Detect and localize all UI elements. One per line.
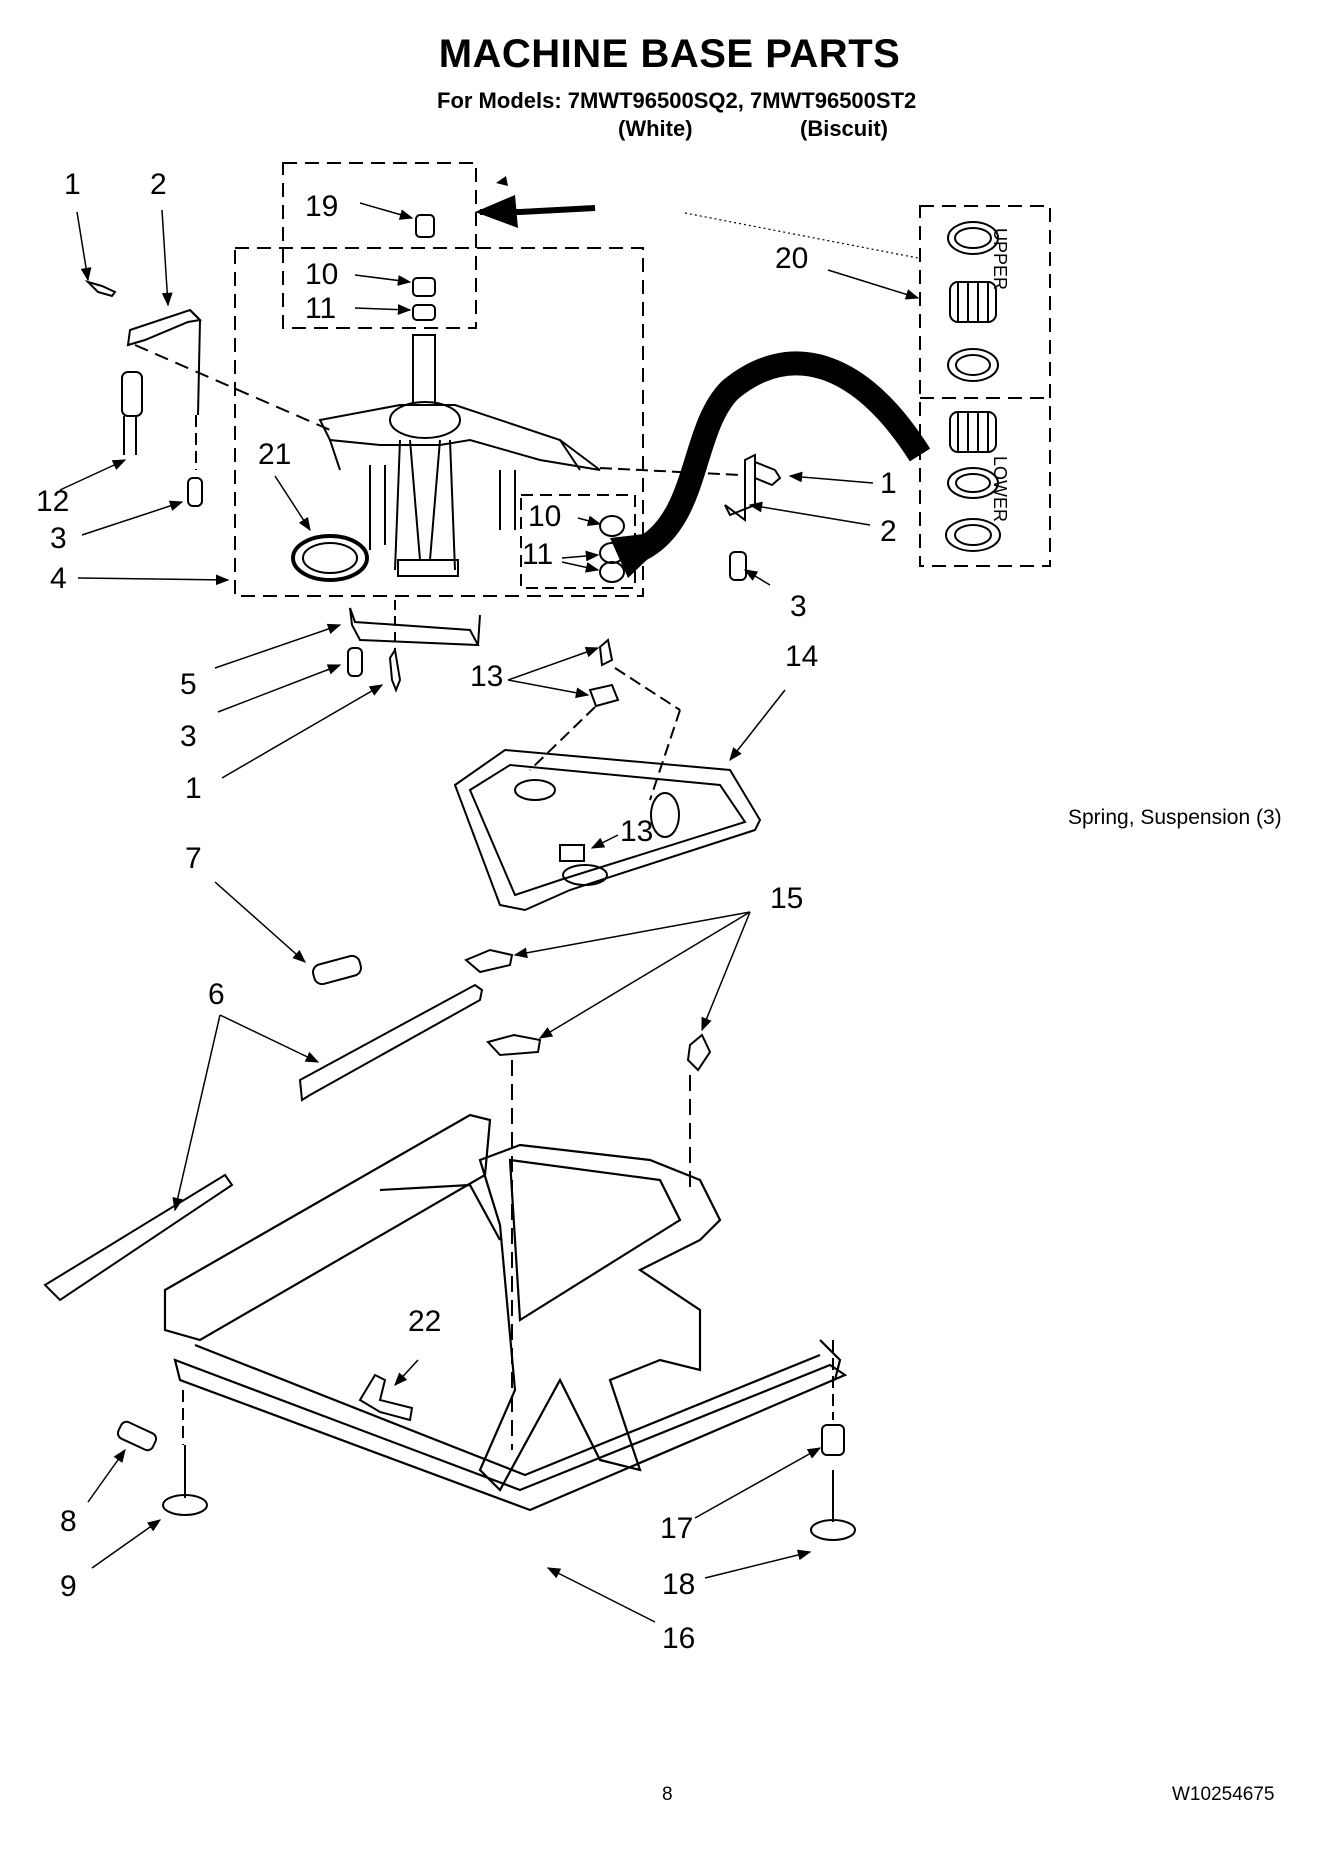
left-spring-parts: [84, 279, 331, 507]
lower-label: LOWER: [990, 456, 1010, 523]
callout-19: 19: [305, 190, 339, 223]
bearing-kit-box: [919, 205, 1051, 567]
callout-18: 18: [662, 1568, 696, 1601]
callout-3: 3: [50, 522, 67, 555]
callout-5: 5: [180, 668, 197, 701]
callout-6: 6: [208, 978, 225, 1011]
callout-12: 12: [36, 485, 70, 518]
callout-9: 9: [60, 1570, 77, 1603]
variant-white: (White): [618, 116, 693, 141]
hub-parts-box: [282, 162, 477, 329]
kit-curved-arrow: [633, 351, 931, 561]
callout-20: 20: [775, 242, 809, 275]
callout-17: 17: [660, 1512, 694, 1545]
variant-biscuit: (Biscuit): [800, 116, 888, 141]
callout-22: 22: [408, 1305, 442, 1338]
callout-1: 1: [185, 772, 202, 805]
callout-21: 21: [258, 438, 292, 471]
callout-2: 2: [150, 168, 167, 201]
callout-13: 13: [620, 815, 654, 848]
suspension-assembly-box: [234, 247, 644, 597]
callout-14: 14: [785, 640, 819, 673]
hub-column: [318, 214, 601, 577]
leader-arrows: [59, 202, 920, 1623]
callout-15: 15: [770, 882, 804, 915]
page-number: 8: [662, 1784, 673, 1805]
callout-10: 10: [305, 258, 339, 291]
callout-11: 11: [522, 538, 554, 571]
callout-4: 4: [50, 562, 67, 595]
callout-10: 10: [528, 500, 562, 533]
document-number: W10254675: [1172, 1784, 1275, 1805]
callout-16: 16: [662, 1622, 696, 1655]
callout-2: 2: [880, 515, 897, 548]
part-14-plate: [453, 748, 762, 912]
page-title: MACHINE BASE PARTS: [438, 32, 901, 76]
upper-label: UPPER: [990, 228, 1010, 291]
callout-7: 7: [185, 842, 202, 875]
bearing-kit-parts: [945, 221, 1001, 552]
callout-1: 1: [64, 168, 81, 201]
callout-1: 1: [880, 467, 897, 500]
base-frame: [163, 1113, 848, 1512]
callout-8: 8: [60, 1505, 77, 1538]
models-line: For Models: 7MWT96500SQ2, 7MWT96500ST2: [437, 88, 917, 113]
callout-3: 3: [790, 590, 807, 623]
callout-11: 11: [305, 292, 337, 325]
callout-3: 3: [180, 720, 197, 753]
callout-13: 13: [470, 660, 504, 693]
spring-note: Spring, Suspension (3): [1068, 806, 1282, 829]
